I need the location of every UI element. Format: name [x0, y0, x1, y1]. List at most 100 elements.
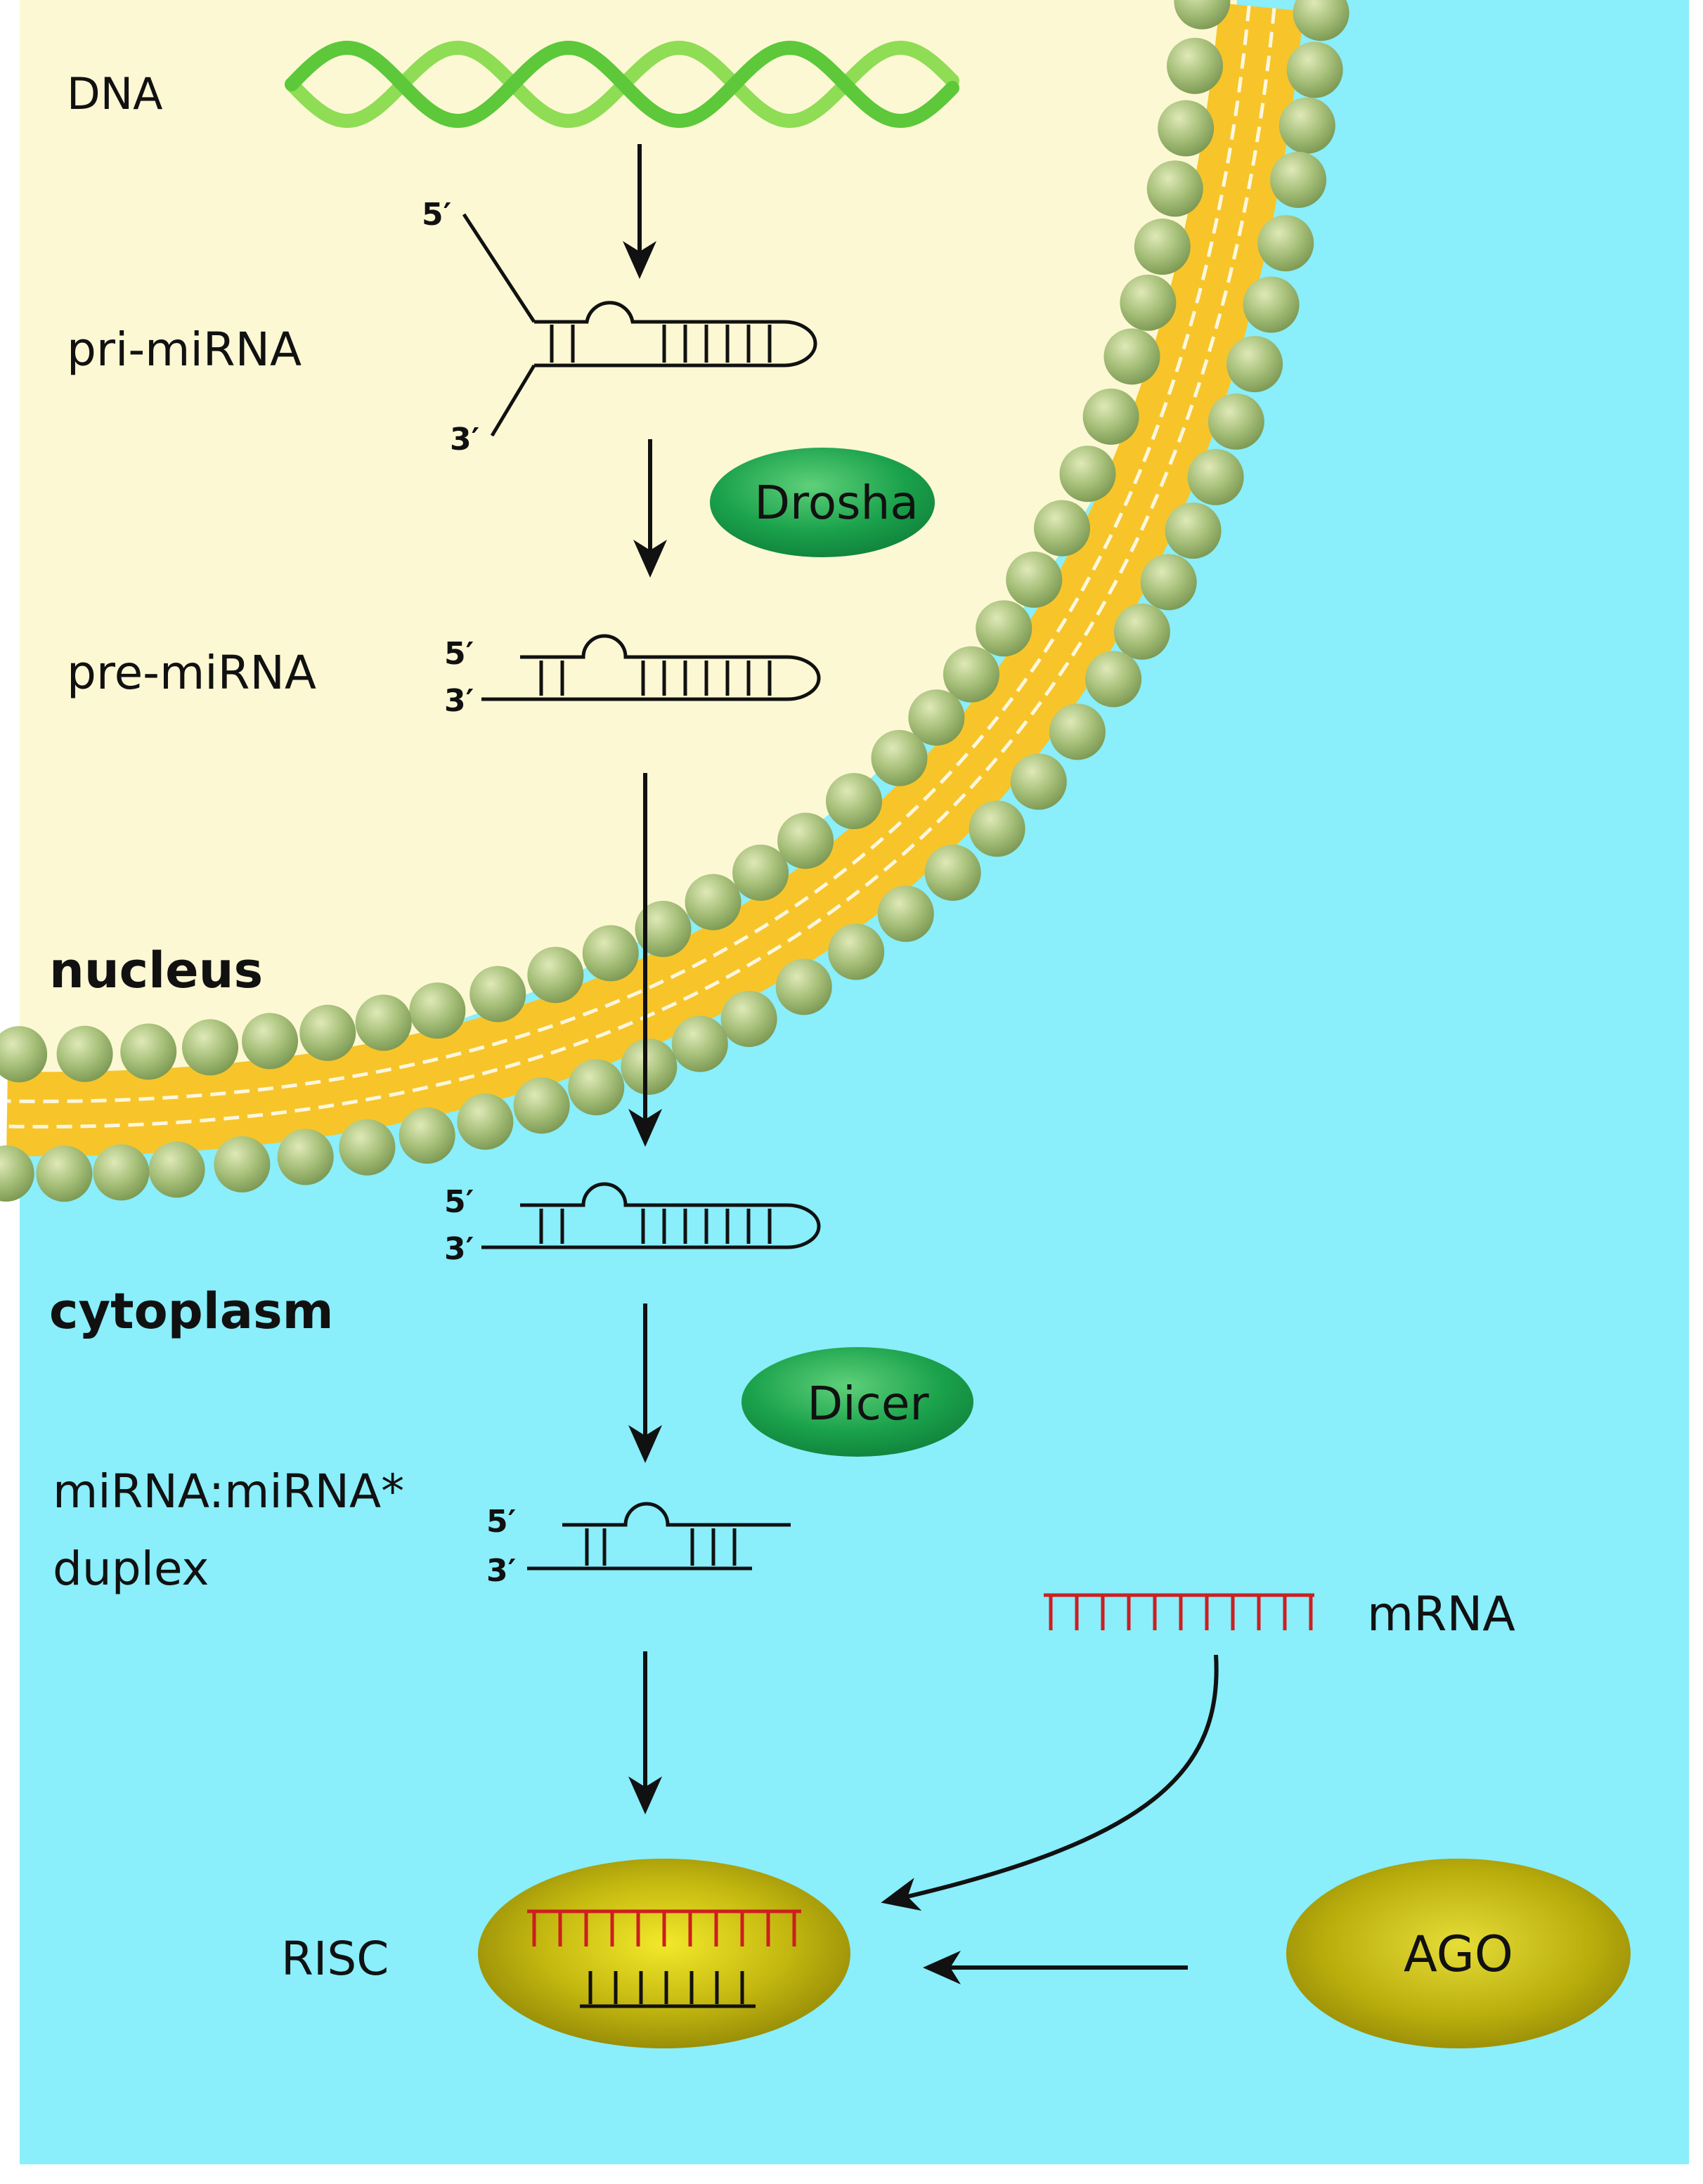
risc-complex	[478, 1859, 850, 2048]
mirna-duplex	[527, 1502, 791, 1571]
label-pre-mirna: pre-miRNA	[67, 646, 316, 700]
membrane-head-outer	[457, 1093, 514, 1150]
cyto-three-prime: 3′	[444, 1231, 474, 1267]
label-drosha: Drosha	[754, 476, 919, 530]
label-risc: RISC	[281, 1932, 389, 1986]
membrane-head-inner	[732, 844, 789, 901]
membrane-head-inner	[182, 1019, 239, 1076]
label-pri-mirna: pri-miRNA	[67, 323, 302, 377]
membrane-head-outer	[277, 1129, 334, 1185]
membrane-head-outer	[720, 990, 777, 1047]
membrane-head-outer	[621, 1038, 678, 1095]
mrna-strand	[1044, 1593, 1314, 1630]
membrane-head-outer	[1226, 336, 1283, 393]
pri-three-prime: 3′	[450, 422, 479, 457]
membrane-head-inner	[1082, 388, 1139, 445]
label-duplex-line2: duplex	[53, 1542, 209, 1596]
membrane-head-outer	[775, 958, 832, 1015]
membrane-head-outer	[513, 1077, 570, 1134]
membrane-head-inner	[0, 1026, 48, 1083]
risc-mrna-strand	[527, 1909, 801, 1946]
pre-three-prime: 3′	[444, 683, 474, 719]
pre-five-prime: 5′	[444, 636, 474, 672]
membrane-head-outer	[399, 1107, 455, 1164]
membrane-head-outer	[1187, 448, 1244, 505]
pri-five-prime: 5′	[422, 197, 451, 233]
membrane-head-inner	[56, 1025, 113, 1082]
label-dna: DNA	[67, 68, 163, 119]
membrane-head-inner	[976, 600, 1032, 657]
membrane-head-inner	[1006, 551, 1063, 608]
membrane-head-outer	[1243, 276, 1300, 333]
membrane-head-outer	[969, 800, 1025, 857]
membrane-head-outer	[214, 1136, 271, 1192]
membrane-head-outer	[93, 1144, 150, 1201]
membrane-head-outer	[1293, 0, 1349, 41]
duplex-three-prime: 3′	[486, 1553, 516, 1589]
membrane-head-outer	[1257, 215, 1314, 272]
membrane-head-inner	[1059, 446, 1116, 502]
pri-mirna-hairpin	[462, 213, 817, 437]
pre-mirna-hairpin	[481, 634, 821, 701]
label-nucleus: nucleus	[49, 942, 263, 999]
membrane-head-inner	[1134, 219, 1191, 275]
membrane-tail-line	[7, 6, 1251, 1103]
membrane-head-inner	[299, 1004, 356, 1061]
membrane-head-outer	[1010, 753, 1067, 810]
ago-protein	[1286, 1859, 1631, 2048]
membrane-head-inner	[527, 947, 584, 1003]
risc-mirna-strand	[580, 1971, 756, 2008]
membrane-head-inner	[826, 773, 883, 830]
label-ago: AGO	[1404, 1925, 1513, 1983]
label-dicer: Dicer	[807, 1377, 929, 1431]
membrane-head-outer	[339, 1119, 396, 1176]
membrane-head-outer	[1207, 393, 1264, 450]
membrane-head-inner	[635, 900, 692, 957]
membrane-head-outer	[1085, 651, 1142, 708]
membrane-head-outer	[1140, 554, 1197, 611]
membrane-head-inner	[409, 982, 466, 1039]
drosha-enzyme	[710, 448, 935, 557]
membrane-head-inner	[1034, 500, 1091, 557]
membrane-head-inner	[1103, 328, 1160, 385]
duplex-five-prime: 5′	[486, 1504, 516, 1540]
membrane-head-outer	[671, 1015, 728, 1072]
membrane-head-outer	[36, 1145, 93, 1202]
membrane-head-outer	[877, 885, 934, 942]
membrane-head-inner	[1167, 37, 1224, 94]
label-mrna: mRNA	[1367, 1587, 1515, 1642]
membrane-head-inner	[242, 1013, 299, 1070]
membrane-head-outer	[0, 1145, 34, 1202]
membrane-head-inner	[1146, 160, 1203, 217]
membrane-head-inner	[908, 689, 965, 746]
membrane-head-inner	[582, 925, 639, 982]
membrane-head-inner	[1174, 0, 1231, 30]
dicer-enzyme	[742, 1347, 973, 1457]
membrane-head-inner	[777, 812, 834, 869]
membrane-head-inner	[1158, 100, 1215, 157]
membrane-head-inner	[120, 1023, 177, 1080]
membrane-head-outer	[1113, 603, 1170, 660]
membrane-head-outer	[924, 844, 981, 901]
label-cytoplasm: cytoplasm	[49, 1282, 334, 1340]
membrane-head-inner	[1120, 274, 1177, 331]
dna-helix	[285, 40, 959, 129]
membrane-head-outer	[1286, 41, 1343, 98]
cyto-five-prime: 5′	[444, 1184, 474, 1220]
membrane-head-outer	[568, 1059, 625, 1116]
nucleus-region	[20, 0, 1237, 1096]
membrane-head-outer	[828, 923, 885, 980]
membrane-head-inner	[871, 729, 928, 786]
membrane-head-outer	[148, 1141, 205, 1198]
membrane-head-outer	[1278, 97, 1335, 154]
membrane-head-outer	[1165, 502, 1222, 559]
nuclear-membrane	[0, 0, 1349, 1202]
membrane-head-inner	[943, 646, 999, 703]
membrane-head-outer	[1270, 151, 1327, 208]
membrane-head-outer	[1049, 703, 1106, 760]
arrow-mrna-to-risc	[881, 1654, 1219, 1911]
membrane-head-inner	[355, 994, 412, 1051]
membrane-head-inner	[470, 966, 526, 1022]
